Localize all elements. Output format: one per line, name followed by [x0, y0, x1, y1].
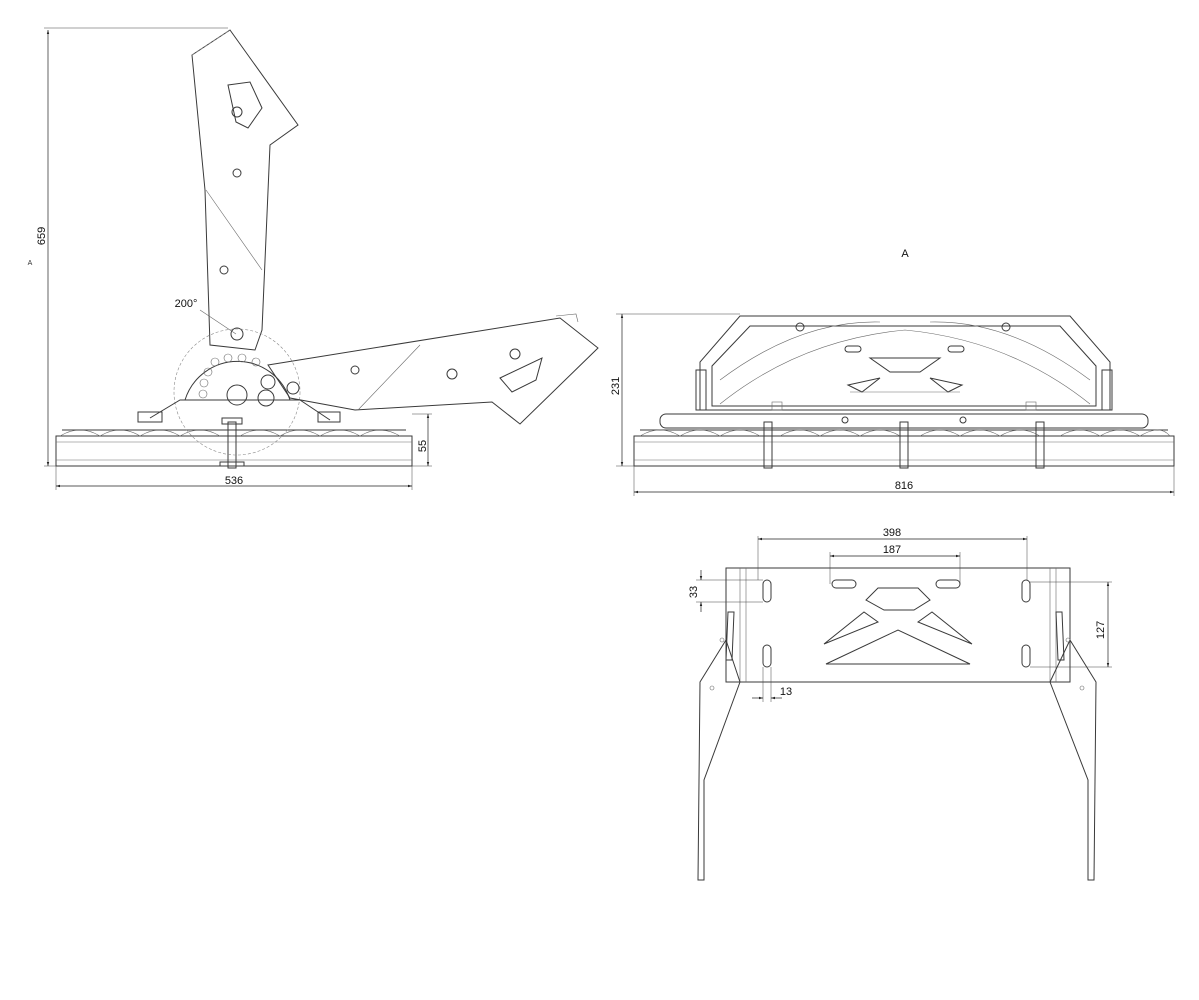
front-width-label: 816	[895, 480, 913, 492]
bracket-slot-offset-label: 33	[688, 586, 700, 598]
bracket-slot-spacing-label: 187	[883, 544, 901, 556]
front-lamp-body	[633, 413, 1175, 469]
front-bracket	[695, 315, 1113, 411]
front-dimensions	[616, 313, 1175, 496]
front-view: A	[610, 248, 1175, 496]
side-hinge	[137, 328, 341, 456]
bracket-slot-width-label: 13	[780, 686, 792, 698]
side-dimensions	[44, 27, 432, 490]
side-view: 659 A 200° 55 536	[28, 27, 599, 490]
front-height-label: 231	[610, 377, 622, 395]
bracket-overall-label: 398	[883, 527, 901, 539]
front-view-label: A	[901, 248, 909, 260]
bracket-slot-height-label: 127	[1095, 621, 1107, 639]
bracket-dimensions	[696, 536, 1112, 702]
side-width-label: 536	[225, 475, 243, 487]
side-marker-label: A	[28, 260, 33, 267]
side-upright-bracket	[191, 29, 299, 351]
side-arm	[267, 313, 599, 425]
bracket-view: 398 187 33 127 13	[688, 527, 1112, 881]
side-angle-label: 200°	[175, 298, 198, 310]
side-height-label: 659	[36, 227, 48, 245]
side-thickness-label: 55	[417, 440, 429, 452]
side-lamp-body	[55, 417, 413, 469]
bracket-plate	[697, 567, 1097, 881]
